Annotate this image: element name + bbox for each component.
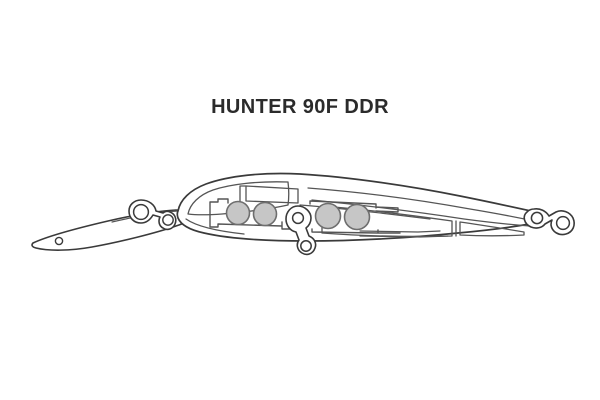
weight-ball-1: [225, 200, 251, 226]
weight-ball-3: [314, 202, 342, 230]
lower-taper-detail-2: [359, 235, 449, 238]
weight-chamber-frame-left: [209, 198, 291, 230]
weight-ball-2: [252, 201, 278, 227]
tail-ring-outer: [555, 215, 571, 231]
weight-chamber-frame-right: [309, 200, 401, 234]
nose-ring-inner: [162, 214, 174, 226]
ventral-inner-line: [185, 218, 245, 235]
dorsal-taper-line-2: [311, 199, 531, 227]
page-title: HUNTER 90F DDR: [211, 96, 389, 118]
nose-ring-outer: [132, 203, 150, 221]
dorsal-taper-line-1: [307, 187, 535, 222]
weight-ball-4: [343, 203, 371, 231]
belly-ring-upper: [291, 211, 305, 225]
top-chamber-panel: [245, 185, 299, 204]
tail-side-panel: [459, 221, 525, 237]
head-panel: [187, 181, 290, 216]
lower-taper-detail: [359, 230, 441, 233]
weight-balls-group: [225, 200, 371, 231]
lure-outline-group: [31, 172, 575, 256]
tail-ring-inner: [530, 211, 544, 225]
lip-hole-icon: [54, 236, 64, 246]
belly-ring-lower: [300, 240, 312, 252]
